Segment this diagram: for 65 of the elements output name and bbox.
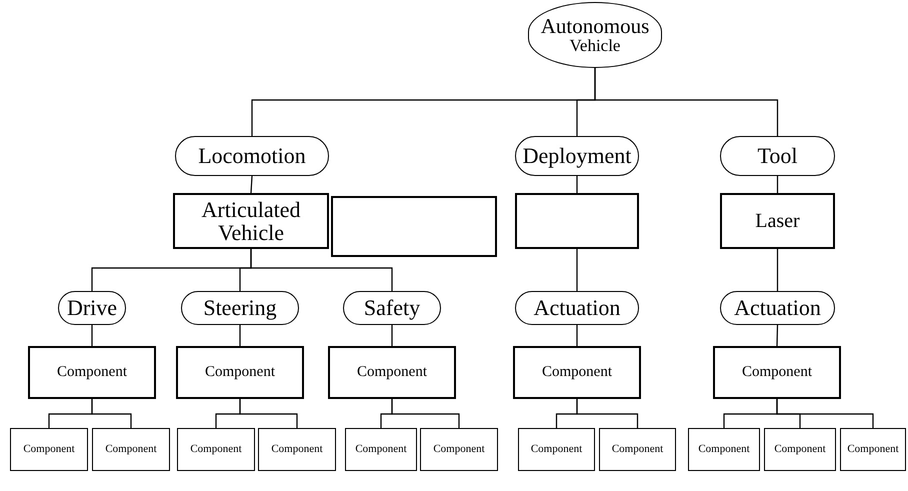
node-label: Component (530, 444, 582, 456)
component-box (764, 428, 836, 471)
connector-line (250, 249, 393, 291)
node-label: Autonomous (540, 15, 650, 38)
node-label: Component (205, 364, 275, 380)
component-box (518, 428, 595, 471)
connector-line (250, 176, 253, 194)
connector-line (594, 68, 778, 136)
node-label: Component (433, 444, 485, 456)
subsystem-box (331, 196, 497, 257)
component-box (258, 428, 336, 471)
connector-line (391, 325, 393, 346)
connector-line (239, 325, 241, 346)
subsystem-box (515, 193, 639, 249)
node-label: Locomotion (198, 144, 306, 168)
component-box (688, 428, 760, 471)
connector-line (576, 399, 638, 428)
subsystem-box (176, 346, 304, 399)
node-label: Safety (364, 296, 420, 320)
node-label: Component (612, 444, 664, 456)
connector-line (576, 249, 578, 291)
connector-line (576, 325, 578, 346)
node-label: Vehicle (570, 37, 620, 55)
node-label: Component (542, 364, 612, 380)
node-label: Deployment (522, 144, 632, 168)
node-label: Actuation (534, 296, 620, 320)
node-label: Drive (66, 296, 118, 320)
node-label: Component (774, 444, 826, 456)
node-label: Component (742, 364, 812, 380)
connector-line (91, 399, 132, 428)
node-label: Component (847, 444, 899, 456)
component-box (840, 428, 906, 471)
node-label: Component (357, 364, 427, 380)
component-box (420, 428, 498, 471)
node-label: Component (271, 444, 323, 456)
component-box (345, 428, 417, 471)
connector-line (776, 176, 778, 193)
subsystem-box (28, 346, 156, 399)
subsystem-box (328, 346, 456, 399)
subsystem-box (173, 193, 329, 249)
component-box (177, 428, 255, 471)
node-label: Component (190, 444, 242, 456)
node-label: Articulated Vehicle (200, 198, 302, 244)
node-label: Actuation (734, 296, 821, 320)
component-box (10, 428, 88, 471)
subsystem-box (713, 346, 841, 399)
node-label: Tool (757, 144, 798, 168)
subsystem-box (720, 193, 835, 249)
node-label: Laser (755, 210, 800, 232)
connector-line (391, 399, 460, 428)
node-label: Component (105, 444, 157, 456)
node-label: Component (355, 444, 407, 456)
subsystem-box (513, 346, 641, 399)
connector-line (576, 176, 578, 193)
component-box (92, 428, 170, 471)
connector-line (776, 324, 778, 346)
connector-line (776, 249, 778, 291)
node-label: Steering (203, 296, 277, 320)
node-label: Component (698, 444, 750, 456)
node-label: Component (57, 364, 127, 380)
node-label: Component (23, 444, 75, 456)
connector-line (91, 325, 93, 346)
component-box (599, 428, 676, 471)
connector-line (239, 399, 298, 428)
connector-line (776, 399, 874, 428)
